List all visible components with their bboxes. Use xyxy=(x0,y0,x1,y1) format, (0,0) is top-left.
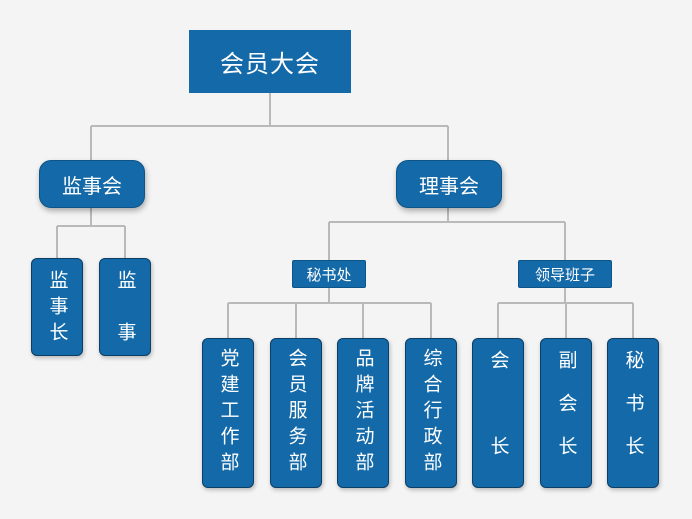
supervisory-board-label: 监事会 xyxy=(62,173,122,198)
dept-party-building-label: 党建工作部 xyxy=(217,348,240,478)
dept-admin-box: 综合行政部 xyxy=(405,338,457,488)
dept-admin-label: 综合行政部 xyxy=(420,348,443,478)
secretariat-box: 秘书处 xyxy=(292,260,366,288)
vice-president-box: 副会长 xyxy=(540,338,592,488)
council-label: 理事会 xyxy=(419,173,479,198)
general-assembly-box: 会员大会 xyxy=(189,30,351,93)
secretariat-label: 秘书处 xyxy=(306,265,352,284)
leadership-box: 领导班子 xyxy=(518,260,612,288)
general-assembly-label: 会员大会 xyxy=(220,50,320,78)
supervisor-label: 监 事 xyxy=(114,270,137,348)
dept-member-services-label: 会员服务部 xyxy=(285,348,308,478)
dept-brand-events-label: 品牌活动部 xyxy=(352,348,375,478)
supervisory-board-box: 监事会 xyxy=(39,160,145,208)
dept-member-services-box: 会员服务部 xyxy=(270,338,322,488)
president-label: 会 长 xyxy=(487,350,510,479)
dept-brand-events-box: 品牌活动部 xyxy=(337,338,389,488)
dept-party-building-box: 党建工作部 xyxy=(202,338,254,488)
supervisor-chief-box: 监事长 xyxy=(31,258,83,356)
president-box: 会 长 xyxy=(472,338,524,488)
secretary-general-label: 秘书长 xyxy=(622,350,645,479)
supervisor-chief-label: 监事长 xyxy=(46,270,69,348)
supervisor-box: 监 事 xyxy=(99,258,151,356)
secretary-general-box: 秘书长 xyxy=(607,338,659,488)
leadership-label: 领导班子 xyxy=(534,265,595,284)
council-box: 理事会 xyxy=(396,160,502,208)
vice-president-label: 副会长 xyxy=(555,350,578,479)
